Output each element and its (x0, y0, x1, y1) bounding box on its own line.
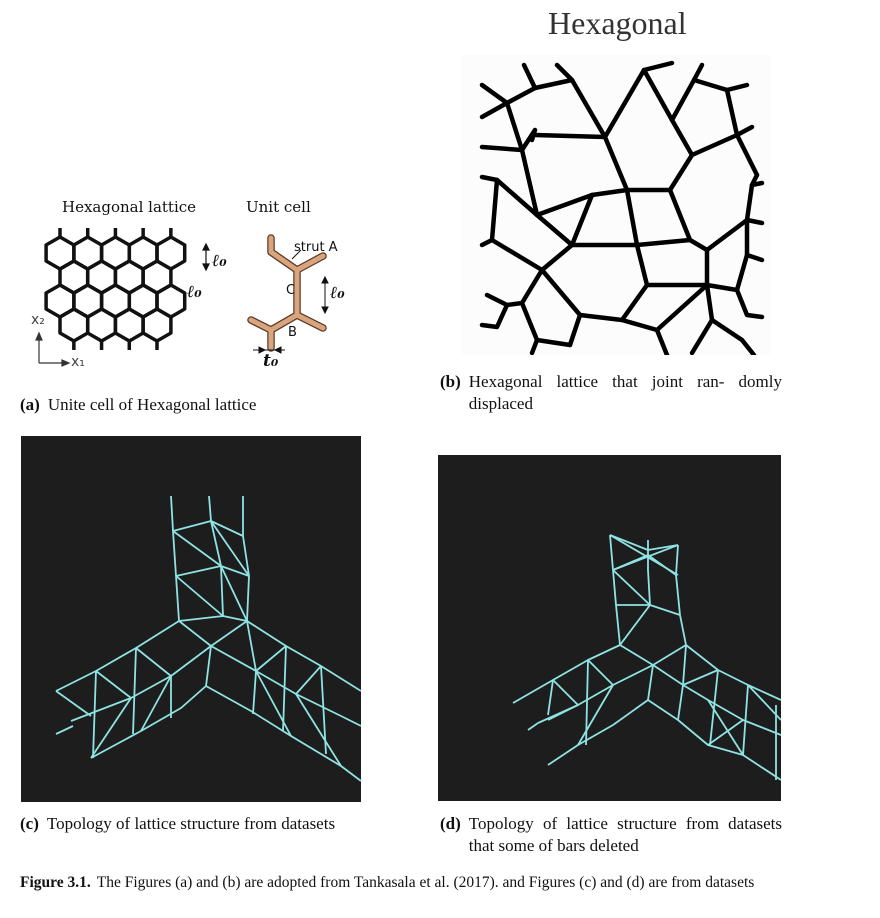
figure-caption: Figure 3.1. The Figures (a) and (b) are … (20, 874, 810, 891)
caption-a-text: Unite cell of Hexagonal lattice (47, 395, 257, 414)
hexagonal-lattice-diagram (35, 228, 210, 367)
strut-c-label: C (286, 283, 296, 298)
panel-b-title: Hexagonal (548, 5, 687, 41)
caption-c-text: Topology of lattice structure from datas… (46, 814, 336, 833)
panel-a-lattice-label: Hexagonal lattice (62, 198, 197, 216)
panel-a-unit-label: Unit cell (246, 198, 311, 216)
strut-a-label: strut A (294, 240, 338, 255)
caption-c-tag: (c) (20, 814, 39, 833)
dim-l0-label: ℓ₀ (212, 251, 227, 271)
axis-x2-label: x₂ (31, 312, 45, 328)
unit-cell-diagram (247, 234, 329, 354)
panel-d-render (438, 455, 781, 801)
caption-b-tag: (b) (440, 372, 461, 391)
caption-b: (b) Hexagonal lattice that joint ran- do… (440, 371, 782, 415)
dim-t0-label: t₀ (263, 351, 279, 371)
strut-b-label: B (288, 325, 297, 340)
dim-l0-label-2: ℓ₀ (187, 282, 202, 302)
figure-caption-tag: Figure 3.1. (20, 874, 91, 891)
panel-c-render (21, 436, 361, 802)
caption-d: (d) Topology of lattice structure from d… (440, 813, 782, 857)
caption-a-tag: (a) (20, 395, 40, 414)
caption-c: (c) Topology of lattice structure from d… (20, 813, 362, 835)
caption-b-text: Hexagonal lattice that joint ran- domly … (468, 372, 782, 413)
lattice-topology-full (55, 495, 361, 782)
caption-a: (a) Unite cell of Hexagonal lattice (20, 394, 380, 416)
axis-x1-label: x₁ (71, 354, 85, 370)
lattice-topology-deleted (512, 534, 781, 781)
caption-d-text: Topology of lattice structure from datas… (468, 814, 782, 855)
caption-d-tag: (d) (440, 814, 461, 833)
unit-l0-label: ℓ₀ (330, 283, 345, 303)
figure-caption-text: The Figures (a) and (b) are adopted from… (96, 874, 755, 891)
voronoi-lattice-diagram (462, 55, 770, 355)
